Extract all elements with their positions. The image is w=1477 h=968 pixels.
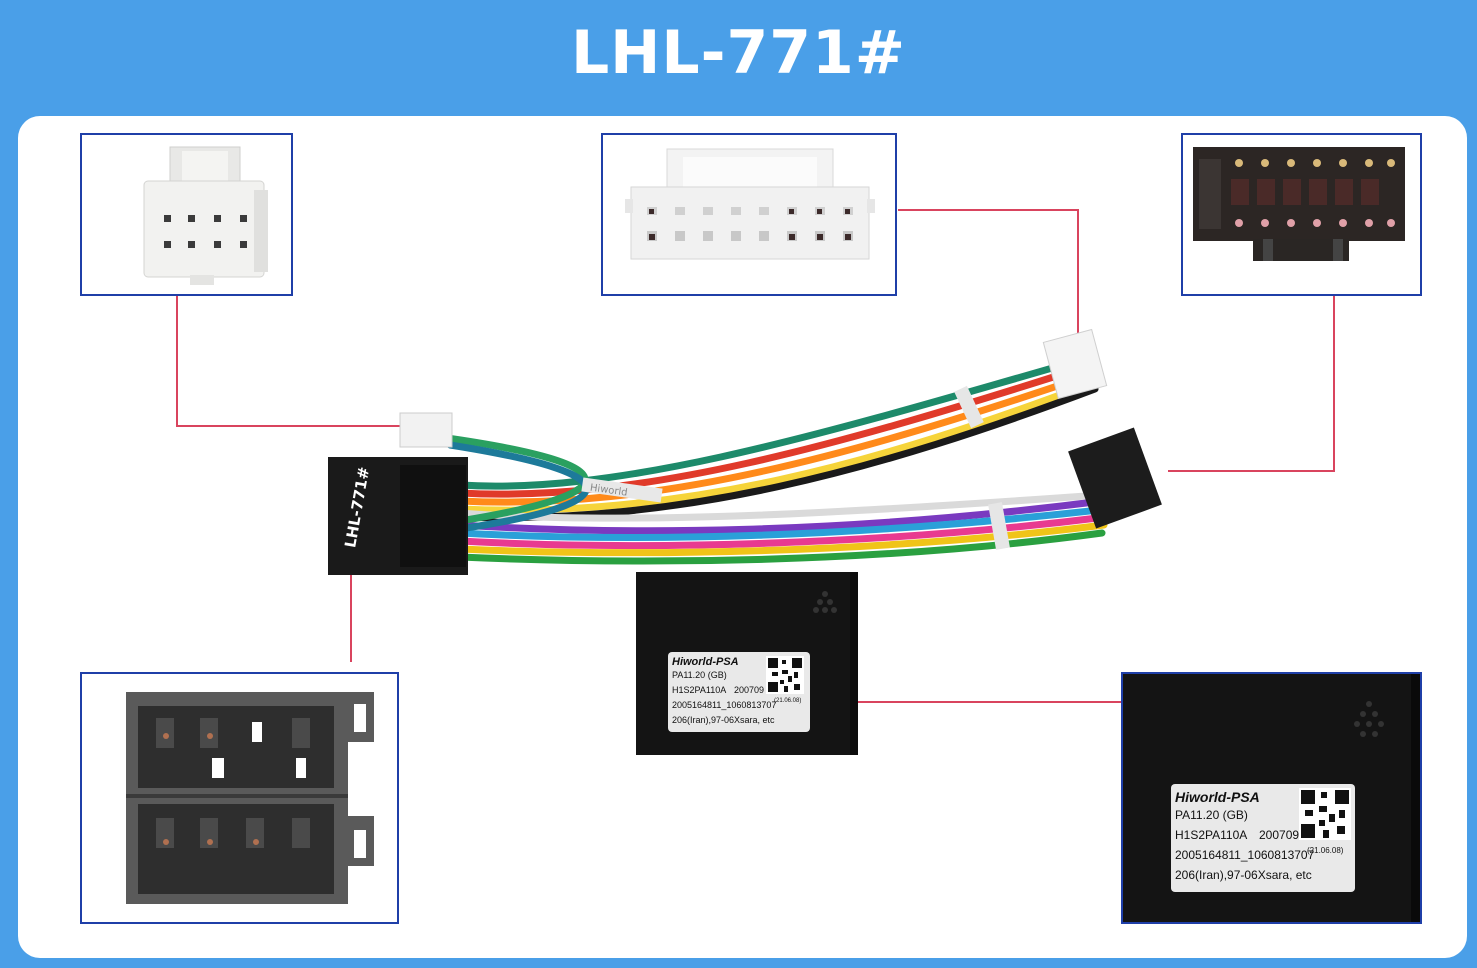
leader-line-small-plug (176, 296, 402, 427)
wiring-harness-image: Hiworld (328, 328, 1162, 575)
leader-line-white-socket (898, 209, 1079, 336)
decoder-large-line-1: PA11.20 (GB) (1175, 808, 1248, 822)
decoder-line-1: PA11.20 (GB) (672, 670, 727, 680)
sleeve-text: Hiworld (589, 483, 628, 499)
decoder-large-line-2-left: H1S2PA110A (1175, 828, 1248, 842)
frame-black-socket (1181, 133, 1422, 296)
decoder-large-grille-icon (1354, 674, 1420, 922)
decoder-speaker-grille-icon (813, 572, 858, 755)
iso-connector-image (126, 692, 374, 904)
decoder-line-2-right: 200709 (734, 685, 765, 695)
qr-code-large-icon (1299, 788, 1351, 840)
product-title: LHL-771# (570, 18, 907, 88)
decoder-box-small: Hiworld-PSA PA11.20 (GB) H1S2PA110A 2007… (636, 572, 858, 755)
qr-code-icon (766, 656, 804, 694)
frame-small-white-plug (80, 133, 293, 296)
decoder-line-3-tag: (21.06.08) (774, 698, 802, 704)
frame-white-socket (601, 133, 897, 296)
decoder-brand: Hiworld-PSA (672, 656, 739, 668)
decoder-large-line-2-right: 200709 (1259, 828, 1300, 842)
decoder-label-large: Hiworld-PSA PA11.20 (GB) H1S2PA110A 2007… (1171, 784, 1355, 892)
leader-line-black-socket (1168, 296, 1335, 472)
decoder-large-brand: Hiworld-PSA (1175, 789, 1260, 805)
decoder-large-line-3: 2005164811_1060813707 (1175, 848, 1315, 862)
decoder-large-line-4: 206(Iran),97-06Xsara, etc (1175, 868, 1312, 882)
white-socket-image (625, 148, 875, 260)
small-white-plug-image (143, 146, 268, 285)
frame-iso-connector (80, 672, 399, 924)
header-bar: LHL-771# (0, 0, 1477, 112)
decoder-large-line-3-tag: (21.06.08) (1307, 846, 1344, 855)
decoder-label-small: Hiworld-PSA PA11.20 (GB) H1S2PA110A 2007… (668, 652, 810, 732)
decoder-line-2-left: H1S2PA110A (672, 685, 727, 695)
frame-decoder-box: Hiworld-PSA PA11.20 (GB) H1S2PA110A 2007… (1121, 672, 1422, 924)
decoder-line-4: 206(Iran),97-06Xsara, etc (672, 715, 775, 725)
decoder-line-3: 2005164811_1060813707 (672, 700, 777, 710)
black-socket-image (1193, 147, 1405, 261)
